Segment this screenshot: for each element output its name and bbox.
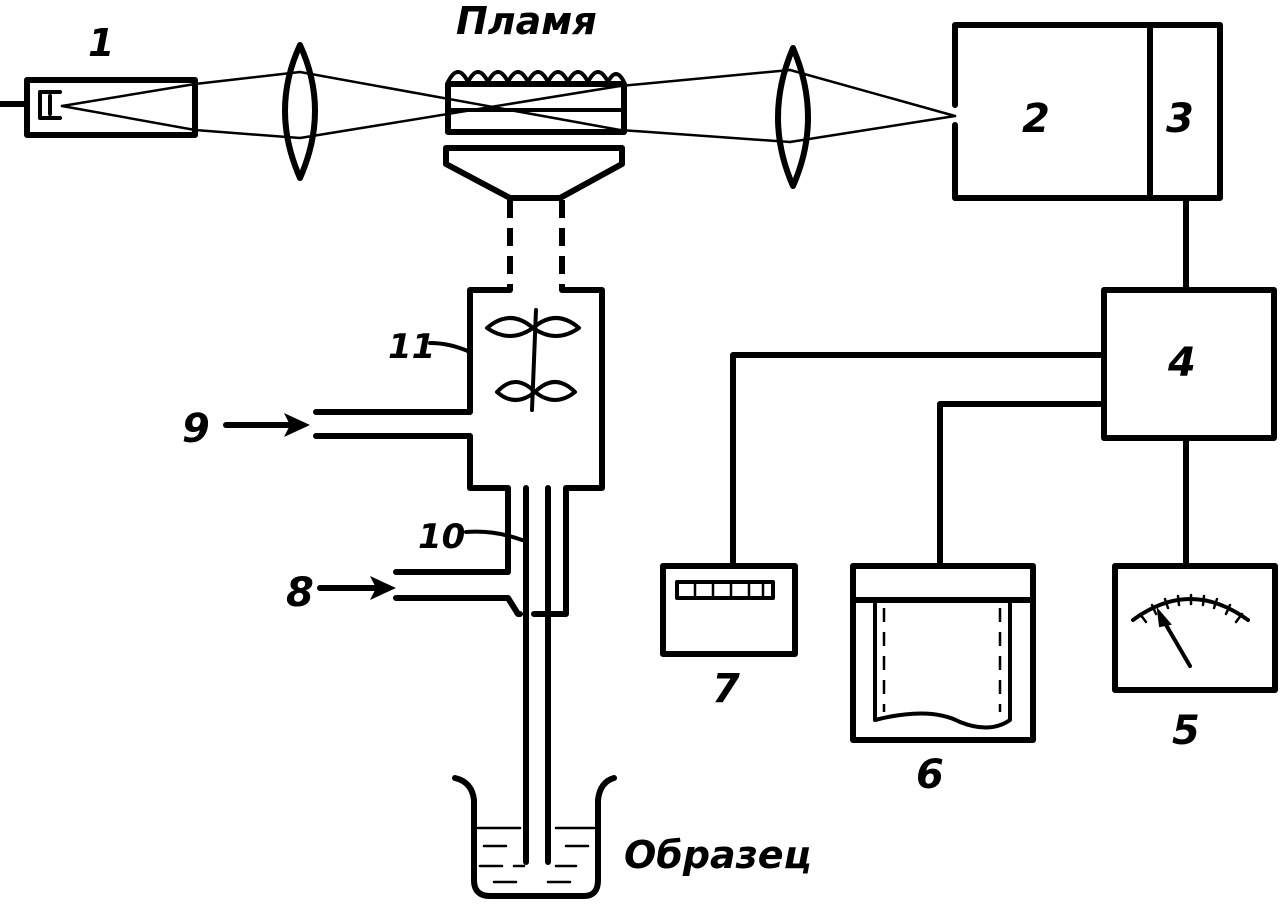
wire-4-to-7 — [730, 352, 1107, 569]
label-5: 5 — [1172, 708, 1200, 754]
digital-display — [660, 563, 798, 657]
label-2: 2 — [1022, 96, 1050, 142]
wire-4-to-6 — [937, 401, 1107, 569]
label-6: 6 — [916, 752, 944, 798]
label-10: 10 — [418, 517, 465, 557]
sample-beaker — [452, 775, 617, 899]
arrow-9 — [223, 413, 310, 437]
hollow-cathode-lamp — [0, 77, 198, 138]
light-beam — [60, 68, 957, 144]
lens-2 — [775, 45, 811, 189]
label-3: 3 — [1166, 96, 1194, 142]
label-9: 9 — [182, 406, 210, 452]
flame — [445, 70, 627, 135]
label-4: 4 — [1167, 340, 1196, 386]
capillary-tube — [523, 485, 551, 865]
label-sample: Образец — [624, 833, 812, 877]
label-8: 8 — [286, 570, 314, 616]
chart-recorder — [850, 563, 1036, 743]
label-11: 11 — [388, 327, 435, 367]
analog-meter — [1112, 563, 1278, 693]
leader-10 — [464, 529, 524, 542]
lens-1 — [282, 42, 318, 181]
spray-chamber — [313, 287, 605, 617]
arrow-8 — [317, 576, 396, 600]
leader-11 — [428, 341, 472, 354]
label-1: 1 — [88, 21, 114, 65]
label-flame: Пламя — [456, 0, 597, 43]
burner-funnel — [443, 145, 625, 290]
label-7: 7 — [712, 666, 740, 712]
monochromator-block — [952, 22, 1223, 201]
